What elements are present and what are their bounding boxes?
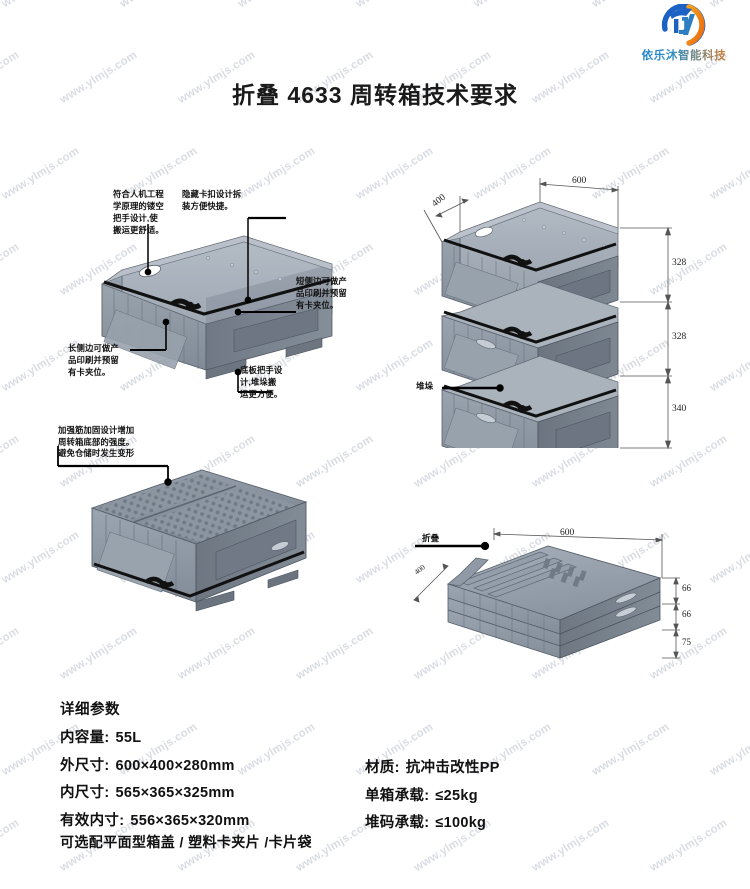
watermark-text: www.ylmjs.com: [0, 241, 22, 299]
dim-stack-h3: 340: [672, 404, 687, 414]
spec-value: 抗冲击改性PP: [405, 760, 500, 776]
callout-base-handle: 底板把手设 计,堆垛搬 运更方便。: [240, 365, 283, 399]
spec-value: 556×365×320mm: [130, 812, 250, 829]
figure-open-crate: [86, 218, 356, 388]
dim-folded-depth: 400: [412, 562, 427, 577]
lead-label-stack: 堆垛: [416, 381, 434, 391]
spec-key: 材质:: [365, 760, 400, 776]
callout-long-side: 长侧边可做产 品印刷并预留 有卡夹位。: [68, 343, 119, 377]
callout-ribs: 加强筋加固设计增加 周转箱底部的强度。 避免仓储时发生变形: [58, 425, 135, 459]
watermark-text: www.ylmjs.com: [0, 625, 22, 683]
figure-folded-crates: [430, 530, 680, 660]
specs-left-column: 内容量: 55L 外尺寸: 600×400×280mm 内尺寸: 565×365…: [60, 726, 370, 836]
footnote: 可选配平面型箱盖 / 塑料卡夹片 /卡片袋: [60, 834, 312, 850]
watermark-text: www.ylmjs.com: [0, 433, 22, 491]
spec-value: 55L: [115, 730, 142, 746]
watermark-text: www.ylmjs.com: [472, 0, 553, 10]
dim-folded-h3: 75: [682, 637, 691, 647]
spec-row: 有效内寸: 556×365×320mm: [60, 809, 370, 830]
watermark-text: www.ylmjs.com: [354, 145, 436, 203]
figure-ribbed-crate: [84, 460, 314, 620]
watermark-text: www.ylmjs.com: [0, 0, 81, 10]
dim-folded-width: 600: [560, 528, 575, 538]
lead-label-folded: 折叠: [422, 533, 440, 543]
page-title: 折叠 4633 周转箱技术要求: [232, 82, 518, 108]
specs-right-column: 材质: 抗冲击改性PP 单箱承载: ≤25kg 堆码承载: ≤100kg: [365, 756, 685, 839]
ribbed-crate-drawing: [90, 469, 308, 612]
watermark-text: www.ylmjs.com: [236, 0, 317, 10]
brand-logo-icon: [661, 4, 706, 46]
spec-row: 外尺寸: 600×400×280mm: [60, 754, 370, 775]
watermark-text: www.ylmjs.com: [708, 529, 750, 587]
watermark-text: www.ylmjs.com: [118, 0, 199, 10]
watermark-text: www.ylmjs.com: [0, 529, 82, 587]
spec-row: 堆码承载: ≤100kg: [365, 811, 685, 832]
specs-block: 详细参数 内容量: 55L 外尺寸: 600×400×280mm 内尺寸: 56…: [60, 698, 700, 846]
dim-folded-h2: 66: [682, 609, 691, 619]
specs-heading: 详细参数: [60, 702, 120, 718]
dim-folded-h1: 66: [682, 583, 691, 593]
dim-open-width: 600: [572, 176, 587, 186]
watermark-text: www.ylmjs.com: [354, 0, 435, 10]
spec-value: ≤25kg: [435, 787, 478, 804]
callout-clip: 隐藏卡扣设计拆 装方便快捷。: [182, 189, 242, 211]
spec-value: ≤100kg: [435, 815, 487, 831]
spec-key: 内容量:: [60, 730, 110, 746]
watermark-text: www.ylmjs.com: [708, 721, 750, 779]
stacked-crates-drawing: [440, 201, 619, 448]
open-crate-drawing: [101, 235, 333, 380]
spec-key: 内尺寸:: [60, 785, 110, 801]
spec-row: 内容量: 55L: [60, 726, 370, 747]
callout-handle: 符合人机工程 学原理的镂空 把手设计,使 搬运更舒适。: [113, 189, 164, 235]
watermark-text: www.ylmjs.com: [58, 625, 140, 683]
watermark-text: www.ylmjs.com: [0, 145, 82, 203]
spec-row: 内尺寸: 565×365×325mm: [60, 781, 370, 802]
folded-crates-drawing: [446, 545, 662, 659]
spec-value: 565×365×325mm: [115, 785, 235, 801]
watermark-text: www.ylmjs.com: [708, 337, 750, 395]
dim-stack-h2: 328: [672, 332, 687, 342]
figure-stacked-crates: [432, 178, 682, 448]
dim-stack-h1: 328: [672, 258, 687, 268]
spec-key: 有效内寸:: [60, 812, 125, 829]
watermark-text: www.ylmjs.com: [294, 625, 376, 683]
spec-key: 外尺寸:: [60, 757, 110, 774]
watermark-text: www.ylmjs.com: [176, 625, 258, 683]
spec-key: 单箱承载:: [365, 787, 430, 804]
brand-name: 依乐沐智能科技: [630, 47, 738, 63]
spec-value: 600×400×280mm: [115, 757, 235, 774]
spec-row: 材质: 抗冲击改性PP: [365, 756, 685, 777]
watermark-text: www.ylmjs.com: [0, 817, 22, 875]
spec-key: 堆码承载:: [365, 815, 430, 831]
spec-row: 单箱承载: ≤25kg: [365, 784, 685, 805]
watermark-text: www.ylmjs.com: [708, 145, 750, 203]
brand-logo: 依乐沐智能科技: [630, 4, 738, 66]
callout-short-side: 短侧边可做产 品印刷并预留 有卡夹位。: [296, 276, 347, 310]
